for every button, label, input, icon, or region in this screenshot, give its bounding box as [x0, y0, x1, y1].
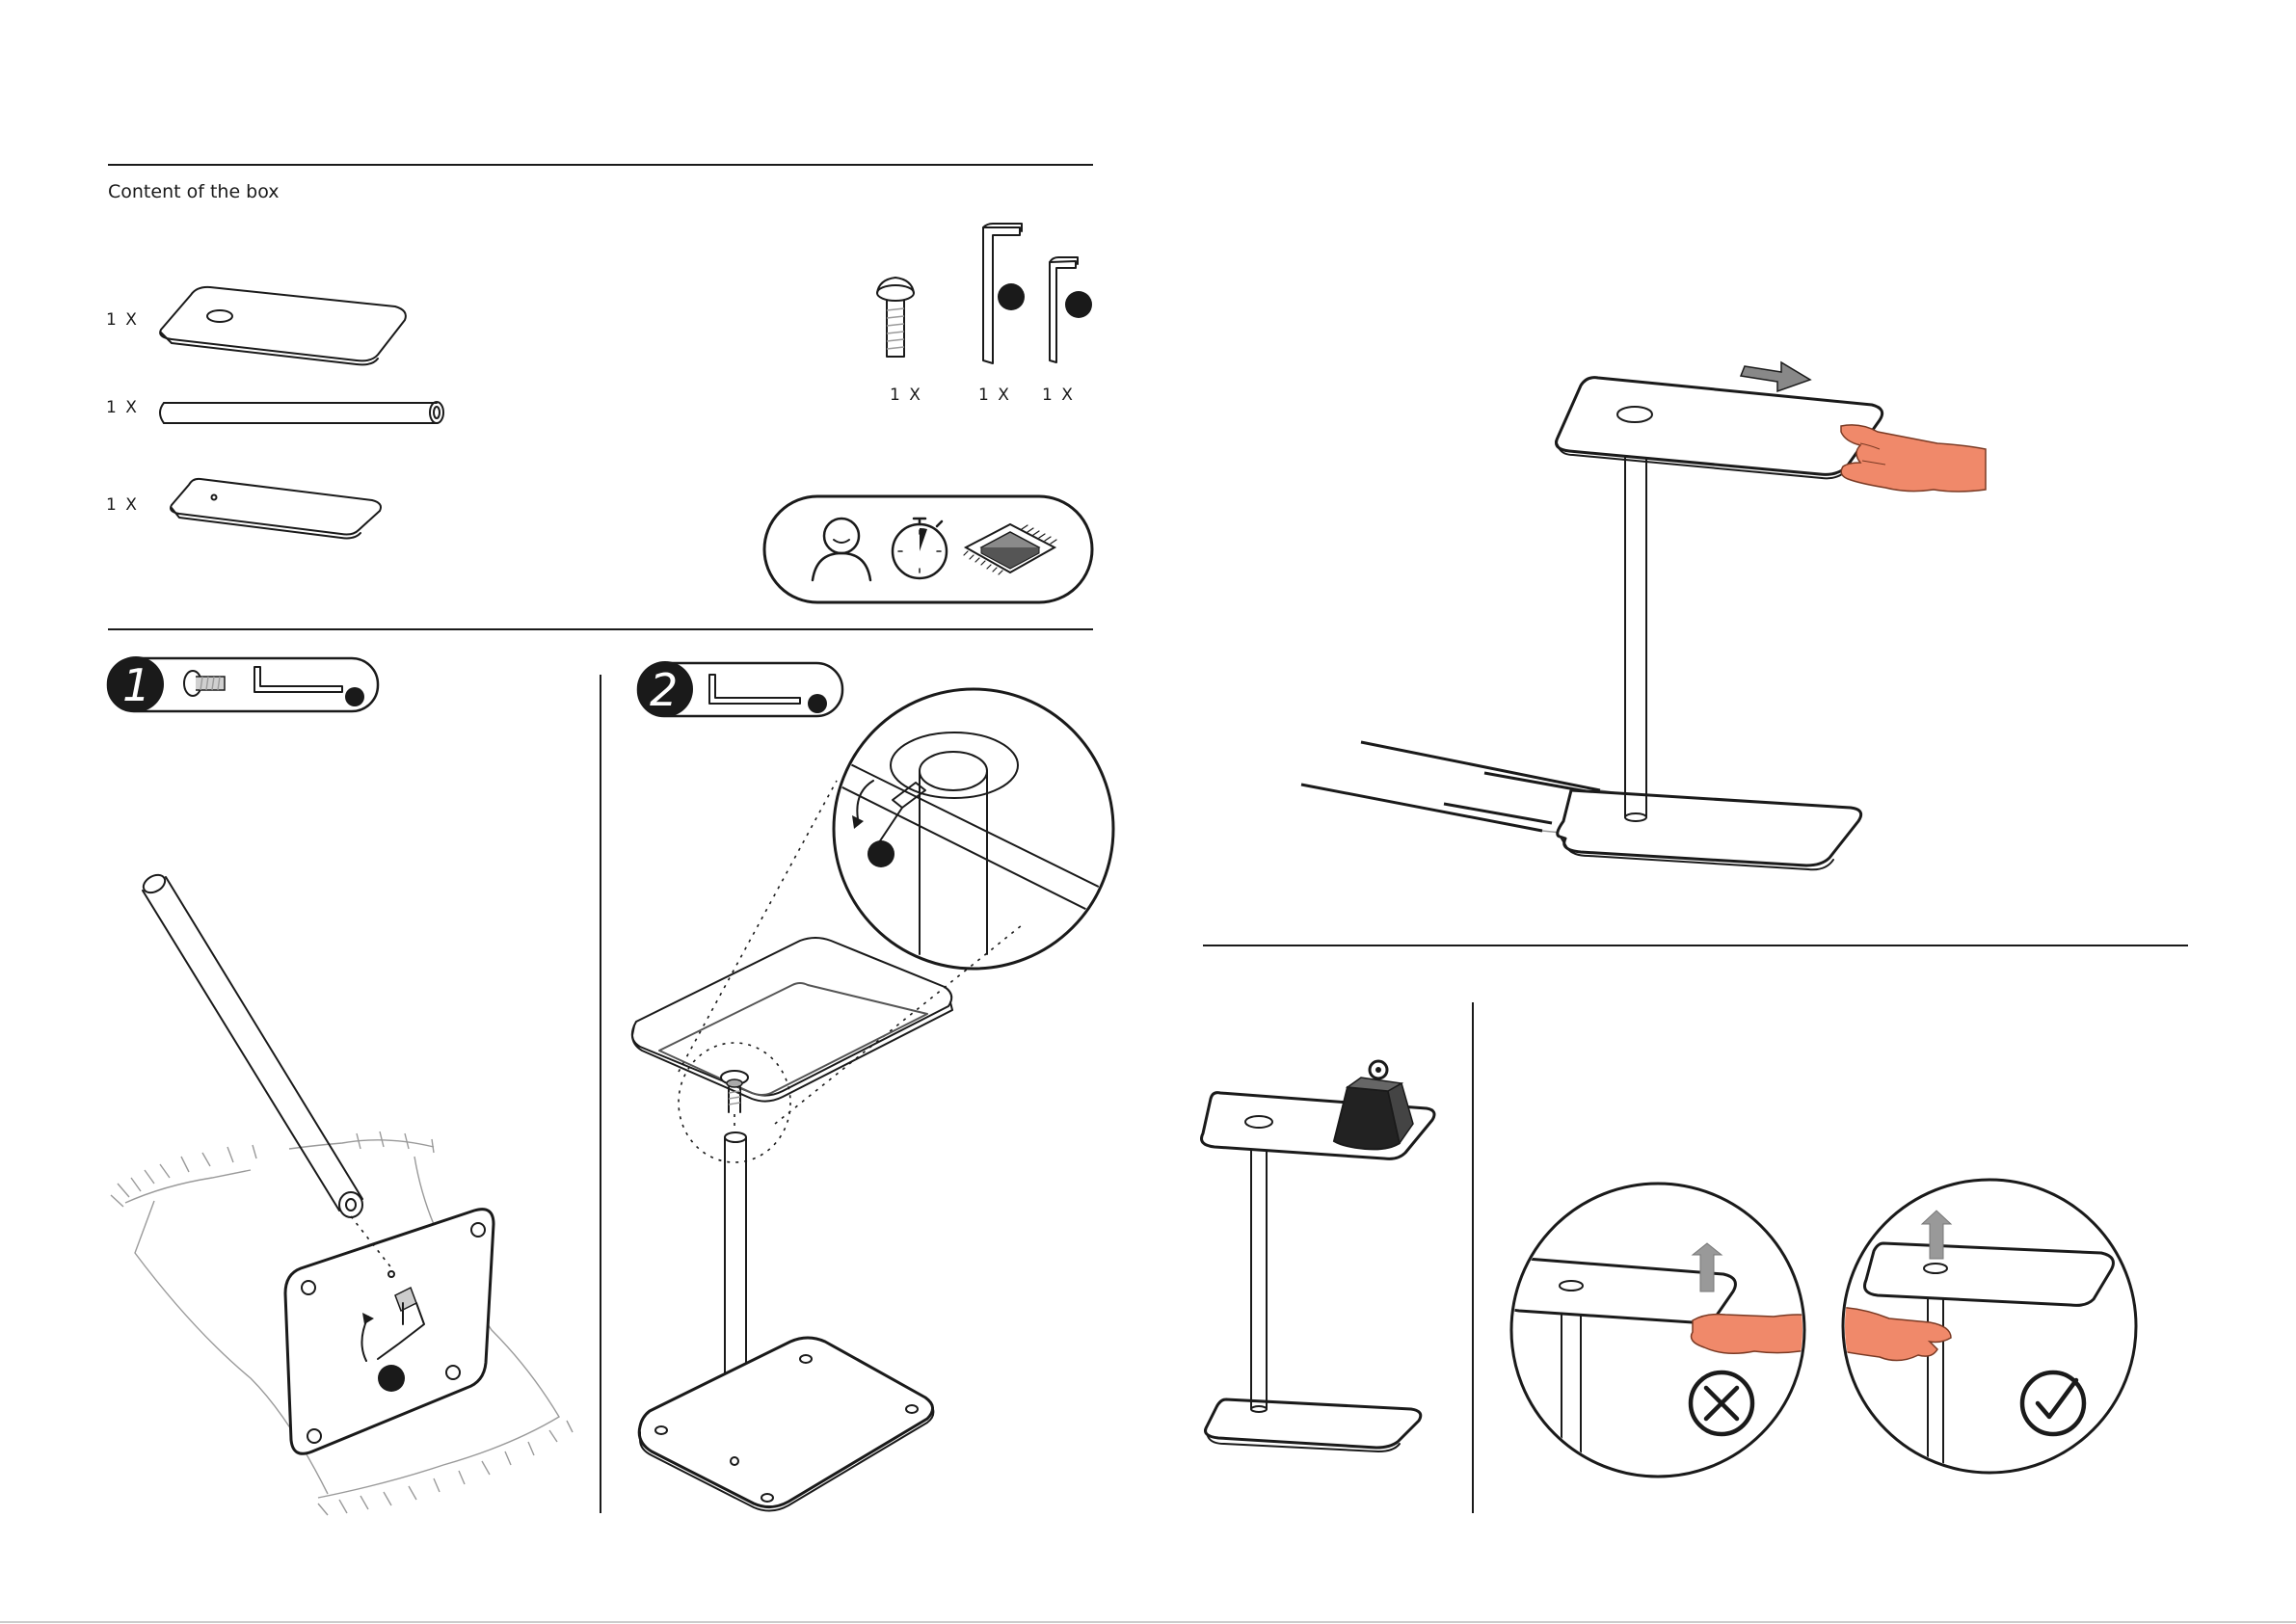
bottom-rule: [0, 1621, 2296, 1623]
